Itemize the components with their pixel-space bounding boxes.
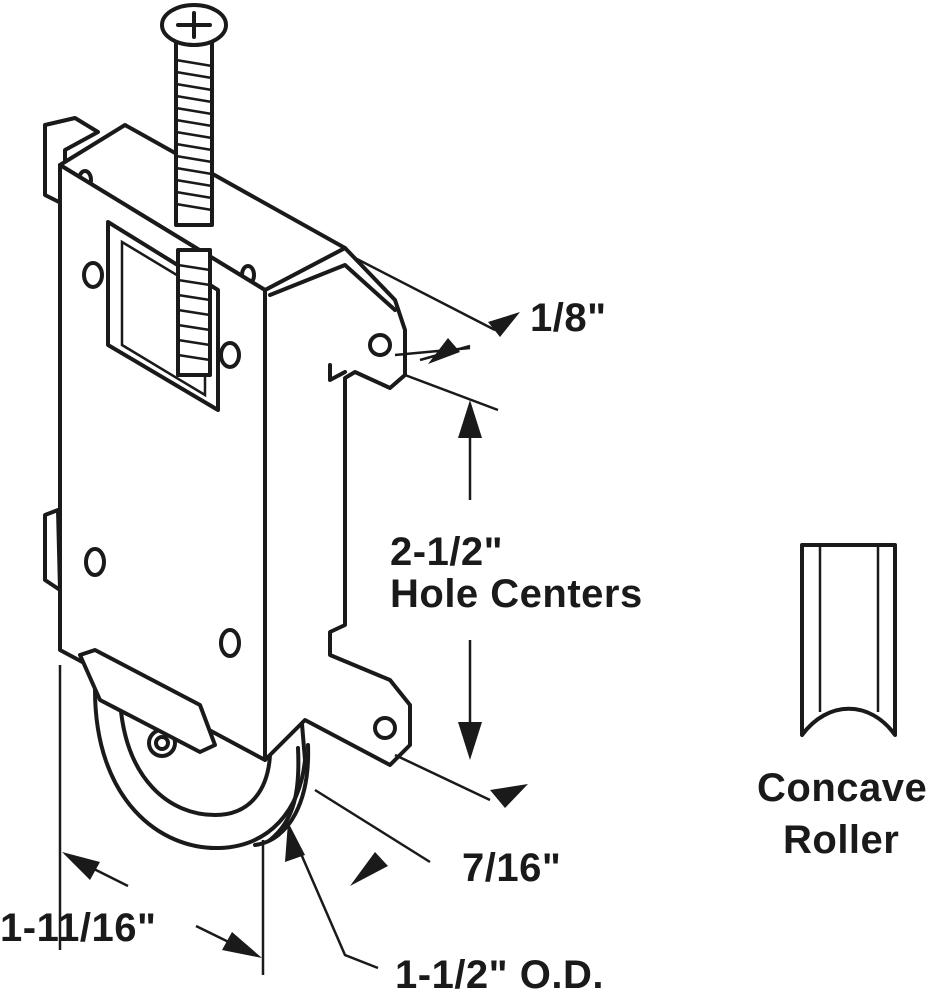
dim-label-wheel-width: 7/16" [462, 846, 562, 890]
mount-hole-bottom [373, 716, 397, 740]
bottom-lip [78, 648, 217, 754]
dim-label-depth: 1-11/16" [0, 906, 157, 950]
roller-type-label-1: Concave [757, 766, 928, 810]
left-tab-bottom [43, 508, 62, 592]
dim-label-gap: 1/8" [530, 296, 607, 340]
adjustment-screw [160, 3, 228, 377]
dim-label-hole-spacing: 2-1/2" [390, 530, 504, 574]
roller-type-label-2: Roller [783, 818, 900, 862]
dim-label-hole-caption: Hole Centers [390, 572, 643, 616]
side-flange [263, 246, 412, 767]
concave-roller-profile [800, 543, 897, 737]
mount-hole-top [368, 333, 392, 357]
dim-label-wheel-diameter: 1-1/2" O.D. [395, 953, 604, 997]
dimension-lines [58, 256, 528, 975]
